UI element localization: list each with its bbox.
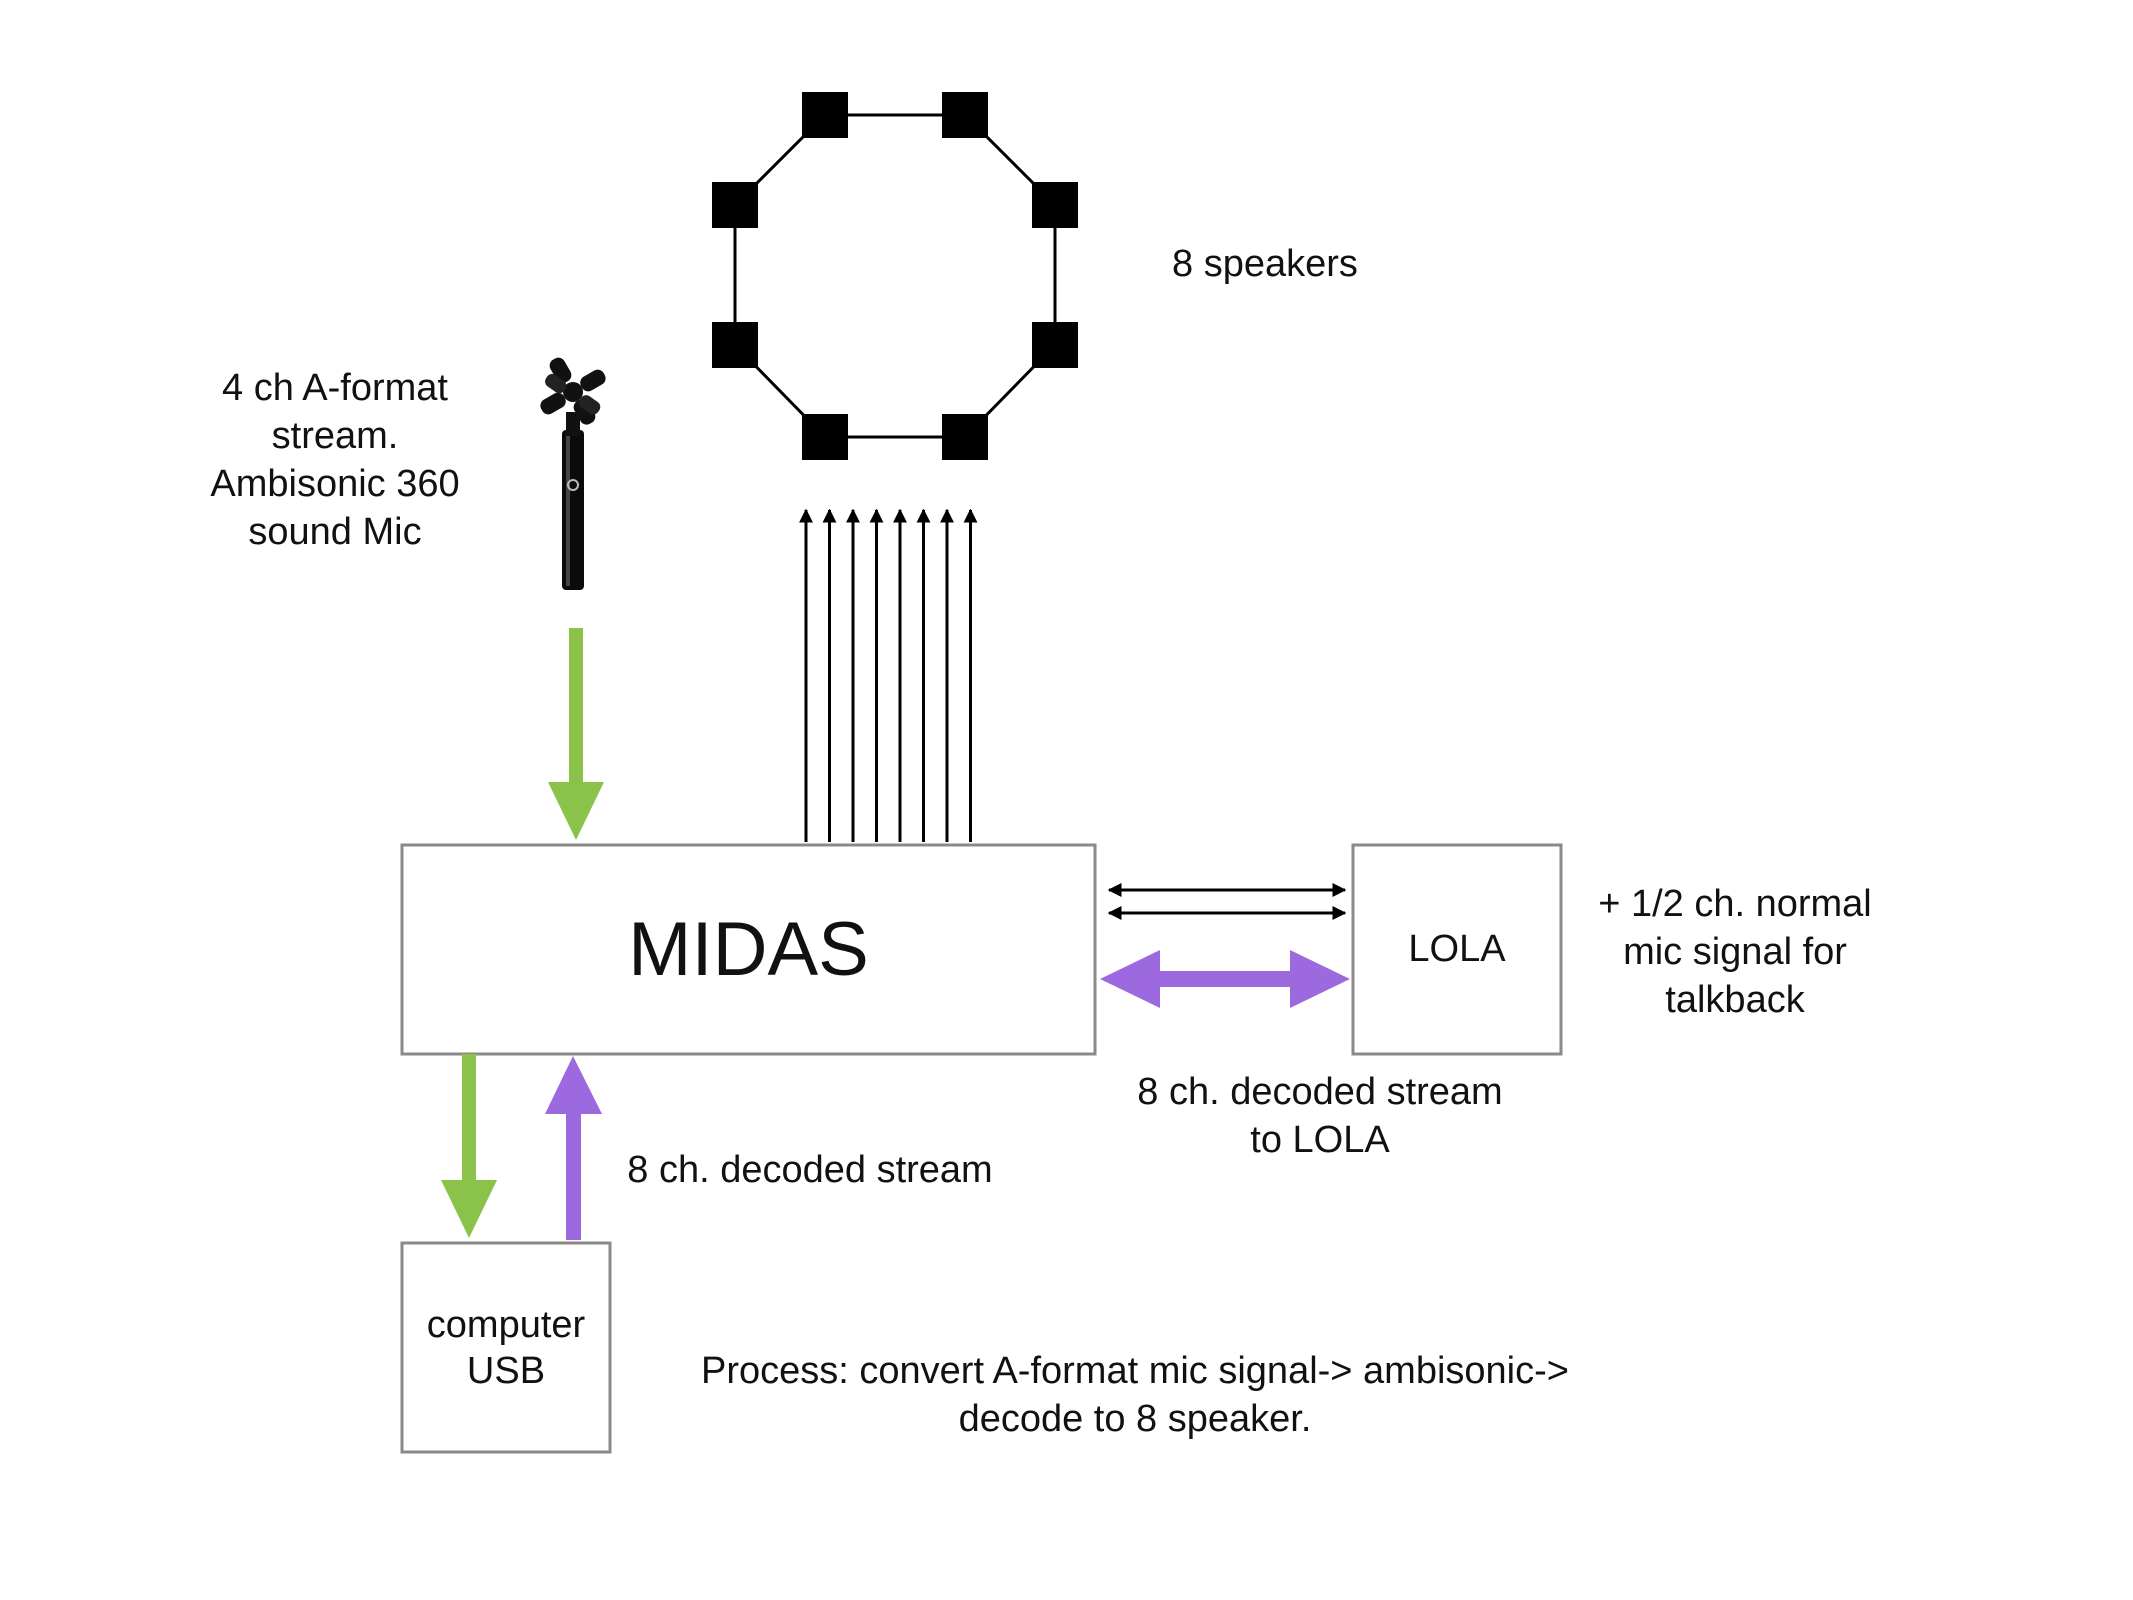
speaker-square-icon [1032,322,1078,368]
lola-stream-label: 8 ch. decoded stream to LOLA [1137,1071,1503,1161]
speaker-square-icon [802,92,848,138]
computer-usb-label: computer USB [426,1303,586,1392]
lola-label: LOLA [1408,928,1506,970]
lola-box [1351,843,1563,1056]
mic-label: 4 ch A-format stream. Ambisonic 360 soun… [210,367,460,553]
usb-stream-label: 8 ch. decoded stream [627,1149,993,1191]
midas-to-computer-arrow [441,1054,497,1238]
speaker-square-icon [942,414,988,460]
speaker-ring [712,92,1078,460]
computer-usb-box [400,1241,612,1454]
ambisonic-microphone-icon [540,357,606,590]
midas-label: MIDAS [628,907,869,992]
speaker-square-icon [942,92,988,138]
speaker-square-icon [712,182,758,228]
midas-to-speakers-lines [799,508,978,842]
talkback-label: + 1/2 ch. normal mic signal for talkback [1598,883,1872,1021]
mic-to-midas-arrow [548,628,604,840]
speaker-square-icon [1032,182,1078,228]
speakers-label: 8 speakers [1172,243,1358,285]
process-label: Process: convert A-format mic signal-> a… [701,1350,1569,1440]
computer-to-midas-arrow [545,1056,602,1240]
speaker-square-icon [802,414,848,460]
speaker-ring-outline [733,113,1057,439]
midas-box [400,843,1097,1056]
speaker-square-icon [712,322,758,368]
midas-lola-decoded-arrow [1100,950,1350,1008]
